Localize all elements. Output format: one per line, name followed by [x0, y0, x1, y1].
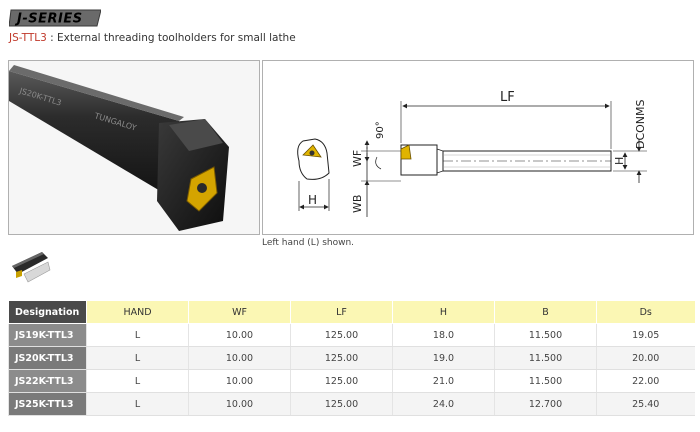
cell-lf: 125.00 — [290, 346, 393, 370]
toolholder-photo: JS20K-TTL3 TUNGALOY — [9, 61, 259, 234]
model-code: JS-TTL3 — [9, 32, 47, 44]
cell-wf: 10.00 — [188, 369, 291, 393]
cell-wf: 10.00 — [188, 346, 291, 370]
side-view — [400, 144, 612, 176]
cell-wf: 10.00 — [188, 323, 291, 347]
subtitle-separator: : — [46, 32, 57, 44]
cell-h: 24.0 — [392, 392, 495, 416]
spec-table: Designation HAND WF LF H B Ds JS19K-TTL3… — [8, 301, 695, 416]
table-row: JS19K-TTL3 L 10.00 125.00 18.0 11.500 19… — [8, 323, 695, 347]
wb-label: WB — [351, 195, 364, 213]
cell-designation: JS19K-TTL3 — [8, 323, 87, 347]
end-view: H — [297, 138, 330, 211]
product-description: External threading toolholders for small… — [56, 32, 296, 44]
cell-lf: 125.00 — [290, 323, 393, 347]
cell-lf: 125.00 — [290, 392, 393, 416]
cell-hand: L — [86, 392, 189, 416]
table-header-row: Designation HAND WF LF H B Ds — [8, 301, 695, 324]
cell-ds: 25.40 — [596, 392, 695, 416]
angle-label: 90° — [375, 121, 386, 139]
cell-lf: 125.00 — [290, 369, 393, 393]
series-logo-text: J-SERIES — [14, 12, 83, 27]
width-dimensions: WF WB 90° — [351, 121, 401, 217]
product-photo: JS20K-TTL3 TUNGALOY — [8, 60, 260, 235]
cell-b: 11.500 — [494, 369, 597, 393]
cell-b: 12.700 — [494, 392, 597, 416]
wf-label: WF — [351, 150, 364, 167]
cell-hand: L — [86, 346, 189, 370]
col-header-ds: Ds — [596, 301, 695, 324]
col-header-designation: Designation — [8, 301, 87, 324]
cell-b: 11.500 — [494, 323, 597, 347]
cell-wf: 10.00 — [188, 392, 291, 416]
col-header-hand: HAND — [86, 301, 189, 324]
table-row: JS22K-TTL3 L 10.00 125.00 21.0 11.500 22… — [8, 369, 695, 393]
diameter-dimensions: DCONMS H — [613, 99, 647, 183]
col-header-lf: LF — [290, 301, 393, 324]
table-row: JS25K-TTL3 L 10.00 125.00 24.0 12.700 25… — [8, 392, 695, 416]
cell-h: 18.0 — [392, 323, 495, 347]
page-subtitle: JS-TTL3 : External threading toolholders… — [9, 32, 296, 44]
cell-ds: 22.00 — [596, 369, 695, 393]
cell-ds: 20.00 — [596, 346, 695, 370]
lf-dimension: LF — [400, 90, 612, 149]
cell-designation: JS20K-TTL3 — [8, 346, 87, 370]
drawing-caption: Left hand (L) shown. — [262, 238, 355, 248]
col-header-b: B — [494, 301, 597, 324]
cell-designation: JS22K-TTL3 — [8, 369, 87, 393]
cell-h: 21.0 — [392, 369, 495, 393]
cell-hand: L — [86, 369, 189, 393]
col-header-wf: WF — [188, 301, 291, 324]
h-side-label: H — [613, 157, 626, 165]
dconms-label: DCONMS — [634, 99, 647, 149]
cell-ds: 19.05 — [596, 323, 695, 347]
product-thumbnail — [12, 252, 51, 283]
cell-hand: L — [86, 323, 189, 347]
lf-label: LF — [500, 90, 515, 105]
cell-h: 19.0 — [392, 346, 495, 370]
col-header-h: H — [392, 301, 495, 324]
technical-drawing: H WF WB 90° — [262, 60, 694, 235]
table-row: JS20K-TTL3 L 10.00 125.00 19.0 11.500 20… — [8, 346, 695, 370]
cell-b: 11.500 — [494, 346, 597, 370]
cell-designation: JS25K-TTL3 — [8, 392, 87, 416]
j-series-logo: J-SERIES — [9, 9, 101, 27]
h-end-label: H — [308, 193, 317, 207]
